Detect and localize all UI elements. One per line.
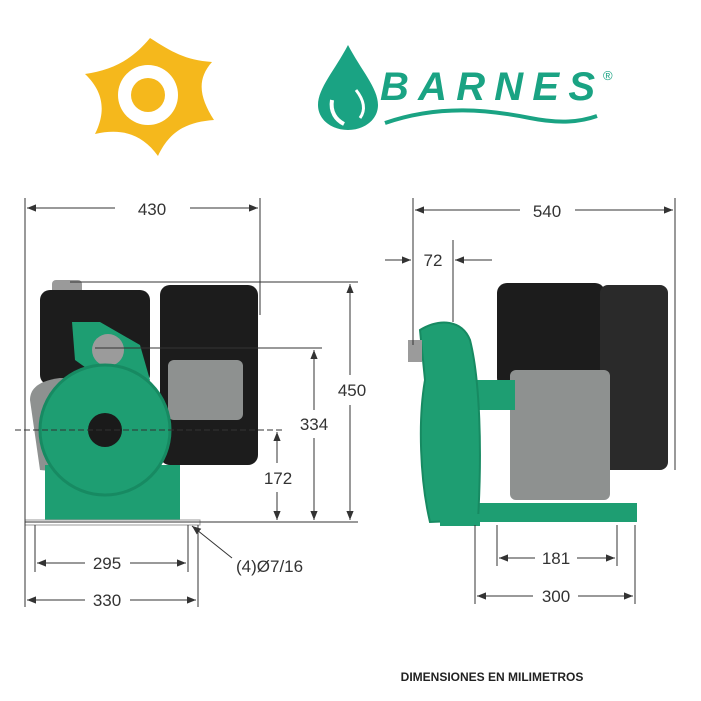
dim-front-base-width: 330 — [93, 591, 121, 610]
dim-front-width: 430 — [138, 200, 166, 219]
registered-mark: ® — [603, 68, 613, 83]
dim-height-discharge: 334 — [300, 415, 328, 434]
sun-logo — [85, 38, 214, 156]
dim-mounting-holes: (4)Ø7/16 — [236, 557, 303, 576]
front-dimensions: 430 450 334 172 295 330 (4)Ø7/16 — [15, 198, 366, 610]
dim-side-bolt-spacing: 181 — [542, 549, 570, 568]
dim-front-bolt-spacing: 295 — [93, 554, 121, 573]
pump-side-view — [408, 283, 668, 526]
dim-height-overall: 450 — [338, 381, 366, 400]
side-dimensions: 540 72 181 300 — [385, 198, 676, 606]
barnes-logo: BARNES ® — [318, 45, 613, 130]
pump-front-view — [24, 280, 258, 526]
dim-side-base-length: 300 — [542, 587, 570, 606]
dim-side-length: 540 — [533, 202, 561, 221]
units-note: DIMENSIONES EN MILIMETROS — [401, 670, 584, 684]
dim-suction-offset: 72 — [424, 251, 443, 270]
dim-height-suction: 172 — [264, 469, 292, 488]
brand-name: BARNES — [380, 65, 595, 109]
